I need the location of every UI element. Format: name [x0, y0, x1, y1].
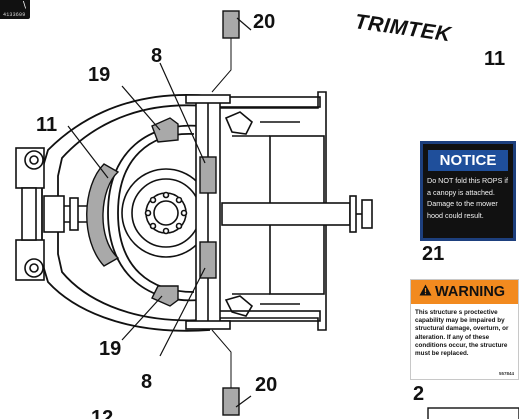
warning-title: WARNING	[435, 284, 506, 300]
brand-logo-text: TRIMTEK	[353, 10, 453, 46]
callout-20-bottom: 20	[255, 374, 277, 396]
rops-bar	[185, 94, 231, 330]
notice-text: Do NOT fold this ROPS if a canopy is att…	[427, 176, 508, 220]
decal-20-guide-lines	[211, 38, 232, 388]
decal-11-curved	[86, 163, 120, 267]
decal-shapes	[86, 10, 240, 416]
callout-21: 21	[422, 243, 444, 265]
leader-lines	[67, 17, 252, 408]
callout-8-bottom: 8	[141, 371, 152, 393]
callout-20-top: 20	[253, 11, 275, 33]
callout-numbers: 20 11 19 8 11 21 19 8 20 2 12	[36, 11, 505, 419]
decal-symbol-icon: ∖	[21, 0, 27, 10]
callout-19-bottom: 19	[99, 338, 121, 360]
brand-logo: TRIMTEK	[353, 10, 453, 46]
decal-20-top	[222, 10, 240, 39]
left-caster-assemblies	[15, 147, 98, 281]
decal-19-bottom	[151, 285, 179, 307]
notice-decal: NOTICE Do NOT fold this ROPS if a canopy…	[420, 141, 516, 241]
callout-11-right: 11	[484, 48, 505, 70]
warning-code: 557844	[498, 371, 514, 376]
warning-header: WARNING	[411, 280, 518, 304]
decal-2-edge	[427, 407, 519, 419]
warning-text: This structure s proctective capability …	[415, 309, 509, 358]
callout-19-top: 19	[88, 64, 110, 86]
warning-triangle-icon	[419, 280, 432, 304]
callout-11-left: 11	[36, 114, 57, 136]
decal-20-bottom	[222, 387, 240, 416]
warning-decal: WARNING This structure s proctective cap…	[410, 279, 519, 380]
notice-title: NOTICE	[428, 150, 508, 171]
decal-19-top	[151, 117, 179, 143]
decal-8-top	[199, 156, 217, 194]
callout-12: 12	[91, 407, 113, 419]
small-decal-code: 4133609	[3, 12, 26, 18]
callout-8-top: 8	[151, 45, 162, 67]
small-black-decal: ∖ 4133609	[0, 0, 30, 19]
drive-shaft	[221, 195, 373, 233]
callout-2: 2	[413, 383, 424, 405]
